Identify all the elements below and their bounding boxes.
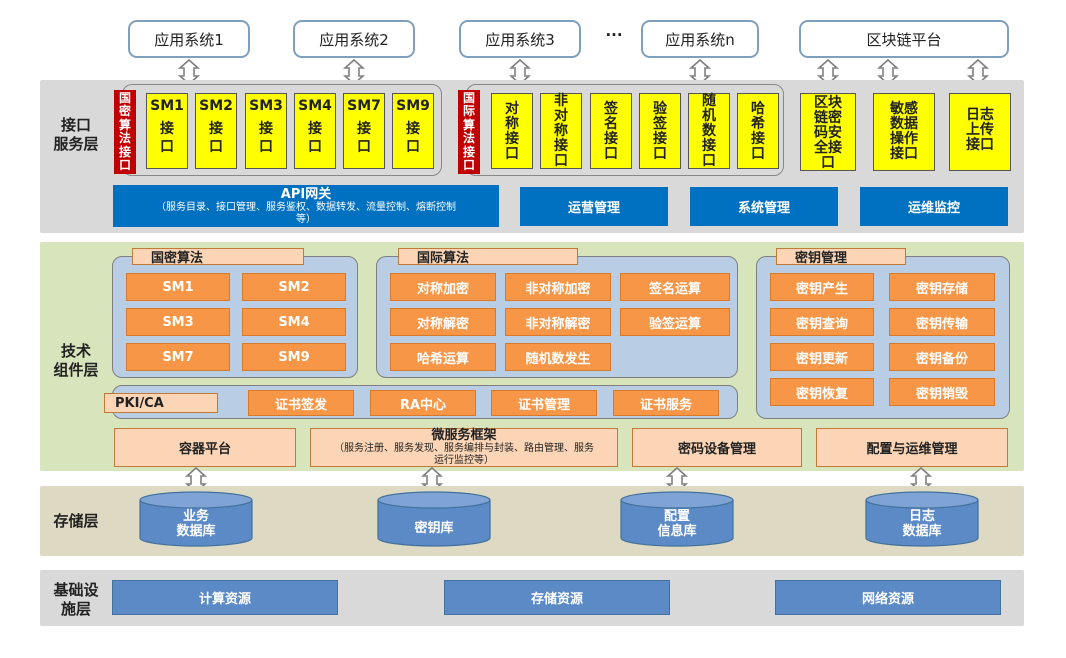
asym-decrypt: 非对称解密	[505, 308, 611, 336]
app-system-3: 应用系统3	[459, 20, 581, 58]
blockchain-platform: 区块链平台	[799, 20, 1009, 58]
verify-interface: 验 签 接 口	[639, 93, 681, 169]
business-db-label: 业务 数据库	[176, 509, 216, 539]
sm4-interface: SM4 接 口	[294, 93, 336, 169]
compute-resource: 计算资源	[112, 580, 338, 615]
random-interface: 随 机 数 接 口	[688, 93, 730, 169]
intl-algo-title: 国际算法	[398, 248, 578, 266]
sm9-interface: SM9 接 口	[392, 93, 434, 169]
pki-title: PKI/CA	[104, 393, 218, 413]
sm3-interface-sub: 接 口	[259, 121, 273, 155]
sm4-interface-sub: 接 口	[308, 121, 322, 155]
key-store: 密钥存储	[889, 273, 995, 301]
algo-sm9: SM9	[242, 343, 346, 371]
hash-op: 哈希运算	[390, 343, 496, 371]
algo-sm7: SM7	[126, 343, 230, 371]
storage-layer-name: 存储层	[53, 511, 99, 530]
verify-op: 验签运算	[620, 308, 730, 336]
key-generate: 密钥产生	[770, 273, 874, 301]
cert-manage: 证书管理	[491, 390, 597, 416]
signature-interface: 签 名 接 口	[590, 93, 632, 169]
sym-decrypt: 对称解密	[390, 308, 496, 336]
config-db-label: 配置 信息库	[657, 509, 697, 539]
sm1-interface-title: SM1	[150, 98, 184, 114]
algo-sm1: SM1	[126, 273, 230, 301]
key-update: 密钥更新	[770, 343, 874, 371]
sm1-interface-sub: 接 口	[160, 121, 174, 155]
random-gen: 随机数发生	[505, 343, 611, 371]
hash-interface: 哈 希 接 口	[737, 93, 779, 169]
container-platform: 容器平台	[114, 428, 296, 467]
sign-op: 签名运算	[620, 273, 730, 301]
key-db-cylinder	[377, 491, 491, 547]
operations-management: 运营管理	[520, 187, 668, 226]
ellipsis: ···	[605, 26, 623, 44]
api-gateway: API网关 （服务目录、接口管理、服务鉴权、数据转发、流量控制、熔断控制等）	[113, 185, 499, 227]
sm4-interface-title: SM4	[298, 98, 332, 114]
log-upload-interface: 日志 上传 接口	[949, 93, 1011, 171]
sm3-interface-title: SM3	[249, 98, 283, 114]
key-transfer: 密钥传输	[889, 308, 995, 336]
sm2-interface-title: SM2	[199, 98, 233, 114]
interface-layer-name: 接口 服务层	[53, 116, 99, 153]
sym-encrypt: 对称加密	[390, 273, 496, 301]
key-query: 密钥查询	[770, 308, 874, 336]
intl-interface-label: 国 际 算 法 接 口	[458, 90, 480, 174]
sm9-interface-sub: 接 口	[406, 121, 420, 155]
ra-center: RA中心	[370, 390, 476, 416]
system-management: 系统管理	[690, 187, 838, 226]
cert-issue: 证书签发	[248, 390, 354, 416]
key-destroy: 密钥销毁	[889, 378, 995, 406]
cert-service: 证书服务	[613, 390, 719, 416]
crypto-device-mgmt: 密码设备管理	[632, 428, 802, 467]
asymmetric-interface: 非 对 称 接 口	[540, 93, 582, 169]
sm2-interface: SM2 接 口	[195, 93, 237, 169]
key-backup: 密钥备份	[889, 343, 995, 371]
app-system-2: 应用系统2	[293, 20, 415, 58]
sensitive-data-interface: 敏感 数据 操作 接口	[873, 93, 935, 171]
tech-layer-name: 技术 组件层	[53, 342, 99, 379]
storage-resource: 存储资源	[444, 580, 670, 615]
sm2-interface-sub: 接 口	[209, 121, 223, 155]
microservice-title: 微服务框架	[431, 427, 497, 443]
microservice-desc: （服务注册、服务发现、服务编排与封装、路由管理、服务运行监控等）	[334, 442, 594, 466]
log-db-label: 日志 数据库	[902, 509, 942, 539]
key-restore: 密钥恢复	[770, 378, 874, 406]
app-system-n: 应用系统n	[641, 20, 759, 58]
sm9-interface-title: SM9	[396, 98, 430, 114]
api-gateway-title: API网关	[280, 186, 332, 202]
infra-layer-name: 基础设 施层	[53, 581, 99, 618]
guomi-algo-title: 国密算法	[132, 248, 304, 266]
asym-encrypt: 非对称加密	[505, 273, 611, 301]
blockchain-crypto-interface: 区块 链密 码安 全接 口	[800, 93, 856, 171]
symmetric-interface: 对 称 接 口	[491, 93, 533, 169]
algo-sm2: SM2	[242, 273, 346, 301]
key-mgmt-title: 密钥管理	[776, 248, 906, 266]
microservice-framework: 微服务框架 （服务注册、服务发现、服务编排与封装、路由管理、服务运行监控等）	[310, 428, 618, 467]
api-gateway-desc: （服务目录、接口管理、服务鉴权、数据转发、流量控制、熔断控制等）	[156, 201, 456, 225]
sm1-interface: SM1 接 口	[146, 93, 188, 169]
key-db-label: 密钥库	[414, 521, 454, 536]
log-db-cylinder	[865, 491, 979, 547]
algo-sm3: SM3	[126, 308, 230, 336]
sm7-interface: SM7 接 口	[343, 93, 385, 169]
guomi-interface-label: 国 密 算 法 接 口	[114, 90, 136, 174]
app-system-1: 应用系统1	[128, 20, 250, 58]
sm3-interface: SM3 接 口	[245, 93, 287, 169]
sm7-interface-sub: 接 口	[357, 121, 371, 155]
algo-sm4: SM4	[242, 308, 346, 336]
config-ops-mgmt: 配置与运维管理	[816, 428, 1008, 467]
sm7-interface-title: SM7	[347, 98, 381, 114]
config-db-cylinder	[620, 491, 734, 547]
ops-monitoring: 运维监控	[860, 187, 1008, 226]
network-resource: 网络资源	[775, 580, 1001, 615]
business-db-cylinder	[139, 491, 253, 547]
